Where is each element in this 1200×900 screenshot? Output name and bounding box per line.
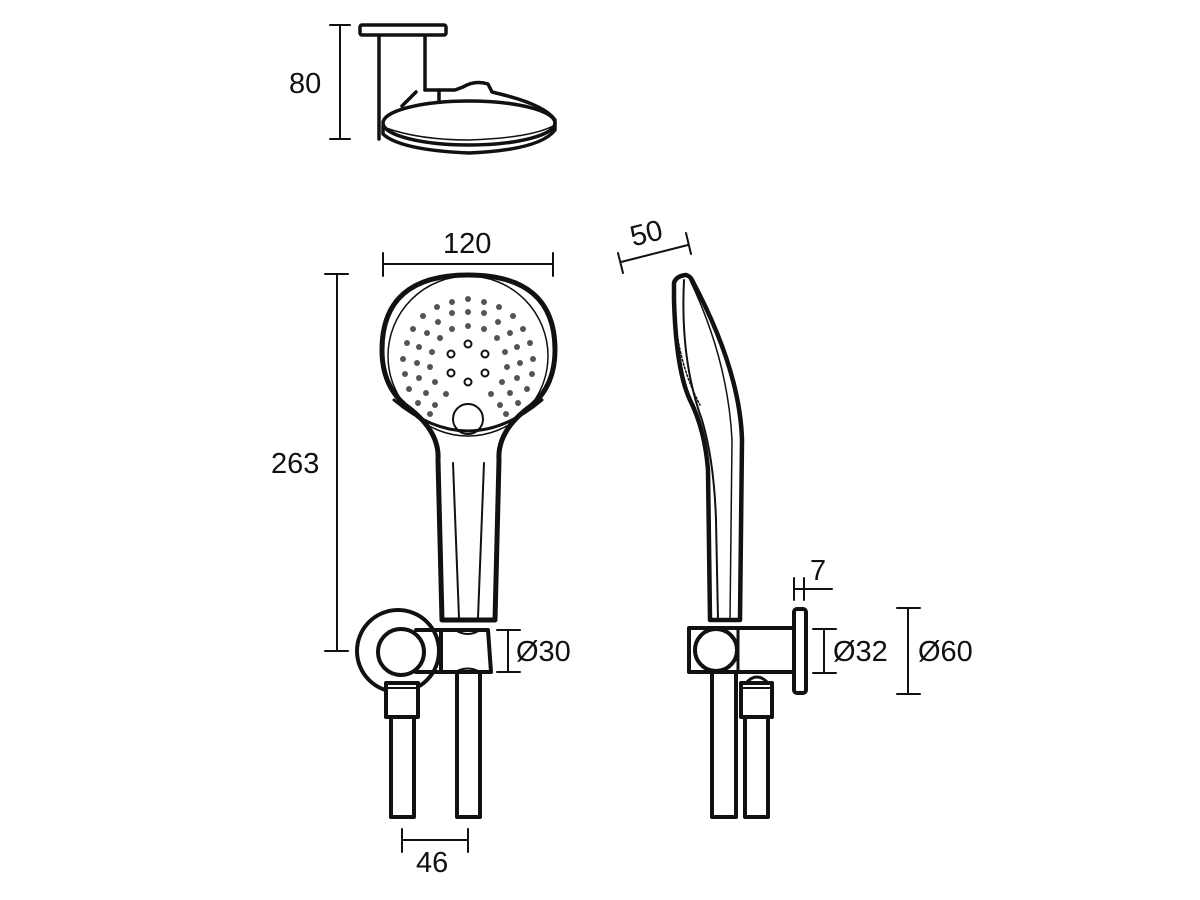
shower-head — [379, 272, 558, 623]
dimension-label-80: 80 — [289, 68, 321, 100]
dimension-label-dia32: Ø32 — [833, 636, 888, 668]
dimension-label-50: 50 — [627, 214, 666, 253]
dimension-label-dia30: Ø30 — [516, 636, 571, 668]
dimension-label-7: 7 — [810, 555, 826, 587]
dimension-dia30 — [496, 629, 521, 673]
dimension-46 — [401, 828, 469, 853]
dimension-label-120: 120 — [443, 228, 491, 260]
dimension-80 — [329, 24, 351, 140]
dimension-label-263: 263 — [271, 448, 319, 480]
overhead-bracket — [358, 23, 557, 155]
dimension-120 — [382, 252, 554, 277]
dimension-50 — [617, 232, 692, 274]
wall-outlet-holder — [355, 608, 493, 819]
dimension-label-46: 46 — [416, 847, 448, 879]
wall-outlet-side — [687, 607, 808, 819]
side-view: 50 7 — [617, 214, 973, 819]
dimension-dia60 — [896, 607, 921, 695]
spray-nozzles — [400, 296, 536, 417]
top-view: 80 — [289, 23, 557, 155]
dimension-263 — [324, 273, 349, 652]
dimension-label-dia60: Ø60 — [918, 636, 973, 668]
center-nozzles — [446, 339, 490, 387]
dimension-dia32 — [812, 628, 837, 674]
dimension-7 — [793, 577, 833, 601]
handset-side-profile — [671, 272, 745, 623]
front-view: 120 263 — [271, 228, 571, 879]
